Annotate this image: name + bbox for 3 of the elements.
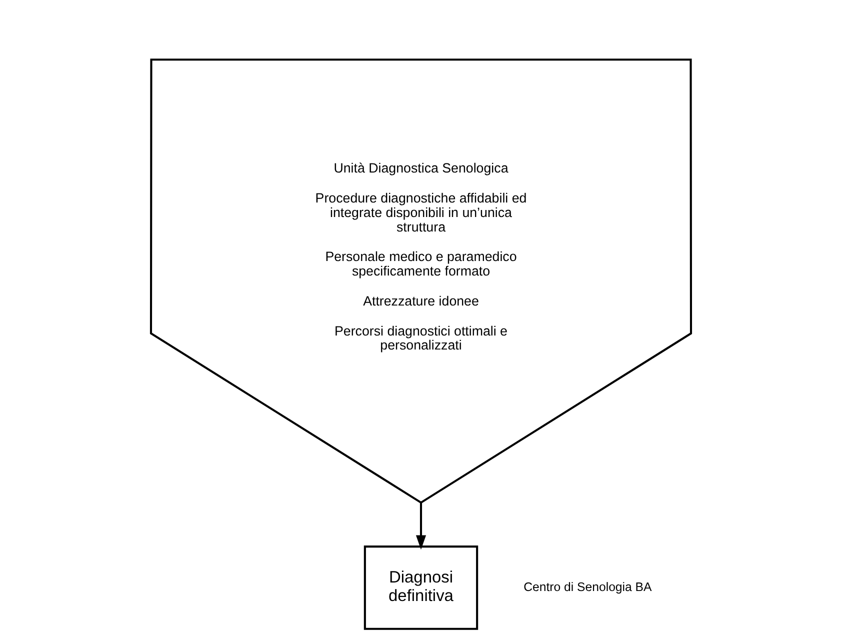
node-box: Diagnosi definitiva bbox=[363, 545, 478, 630]
label: Centro di Senologia BA bbox=[523, 579, 652, 594]
arrow bbox=[415, 502, 426, 550]
